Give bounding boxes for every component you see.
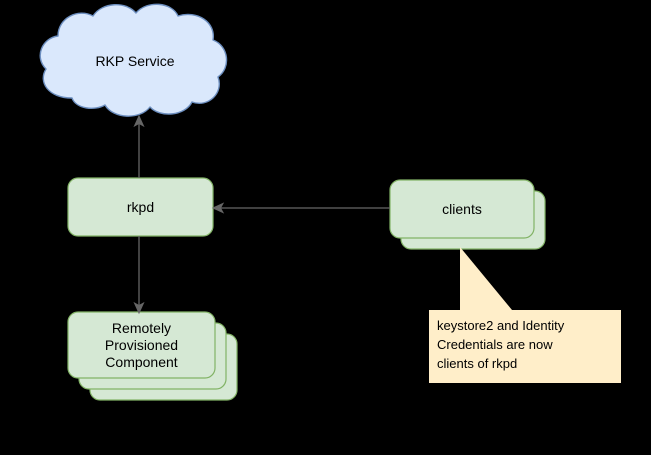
- node-rkp-service-shape[interactable]: [39, 3, 228, 117]
- clients-stack-layer-1: [389, 179, 535, 239]
- node-remotely-provisioned-component-stack[interactable]: [67, 311, 238, 401]
- callout-note-shape[interactable]: [429, 247, 621, 383]
- edge-rkpd-to-remotely-provisioned-component[interactable]: [133, 236, 145, 315]
- edge-clients-to-rkpd[interactable]: [211, 202, 390, 214]
- node-clients-stack[interactable]: [389, 179, 546, 250]
- edge-rkpd-to-rkp-service[interactable]: [133, 114, 145, 178]
- rpc-stack-layer-1: [67, 311, 216, 379]
- node-rkpd-shape[interactable]: [67, 177, 214, 237]
